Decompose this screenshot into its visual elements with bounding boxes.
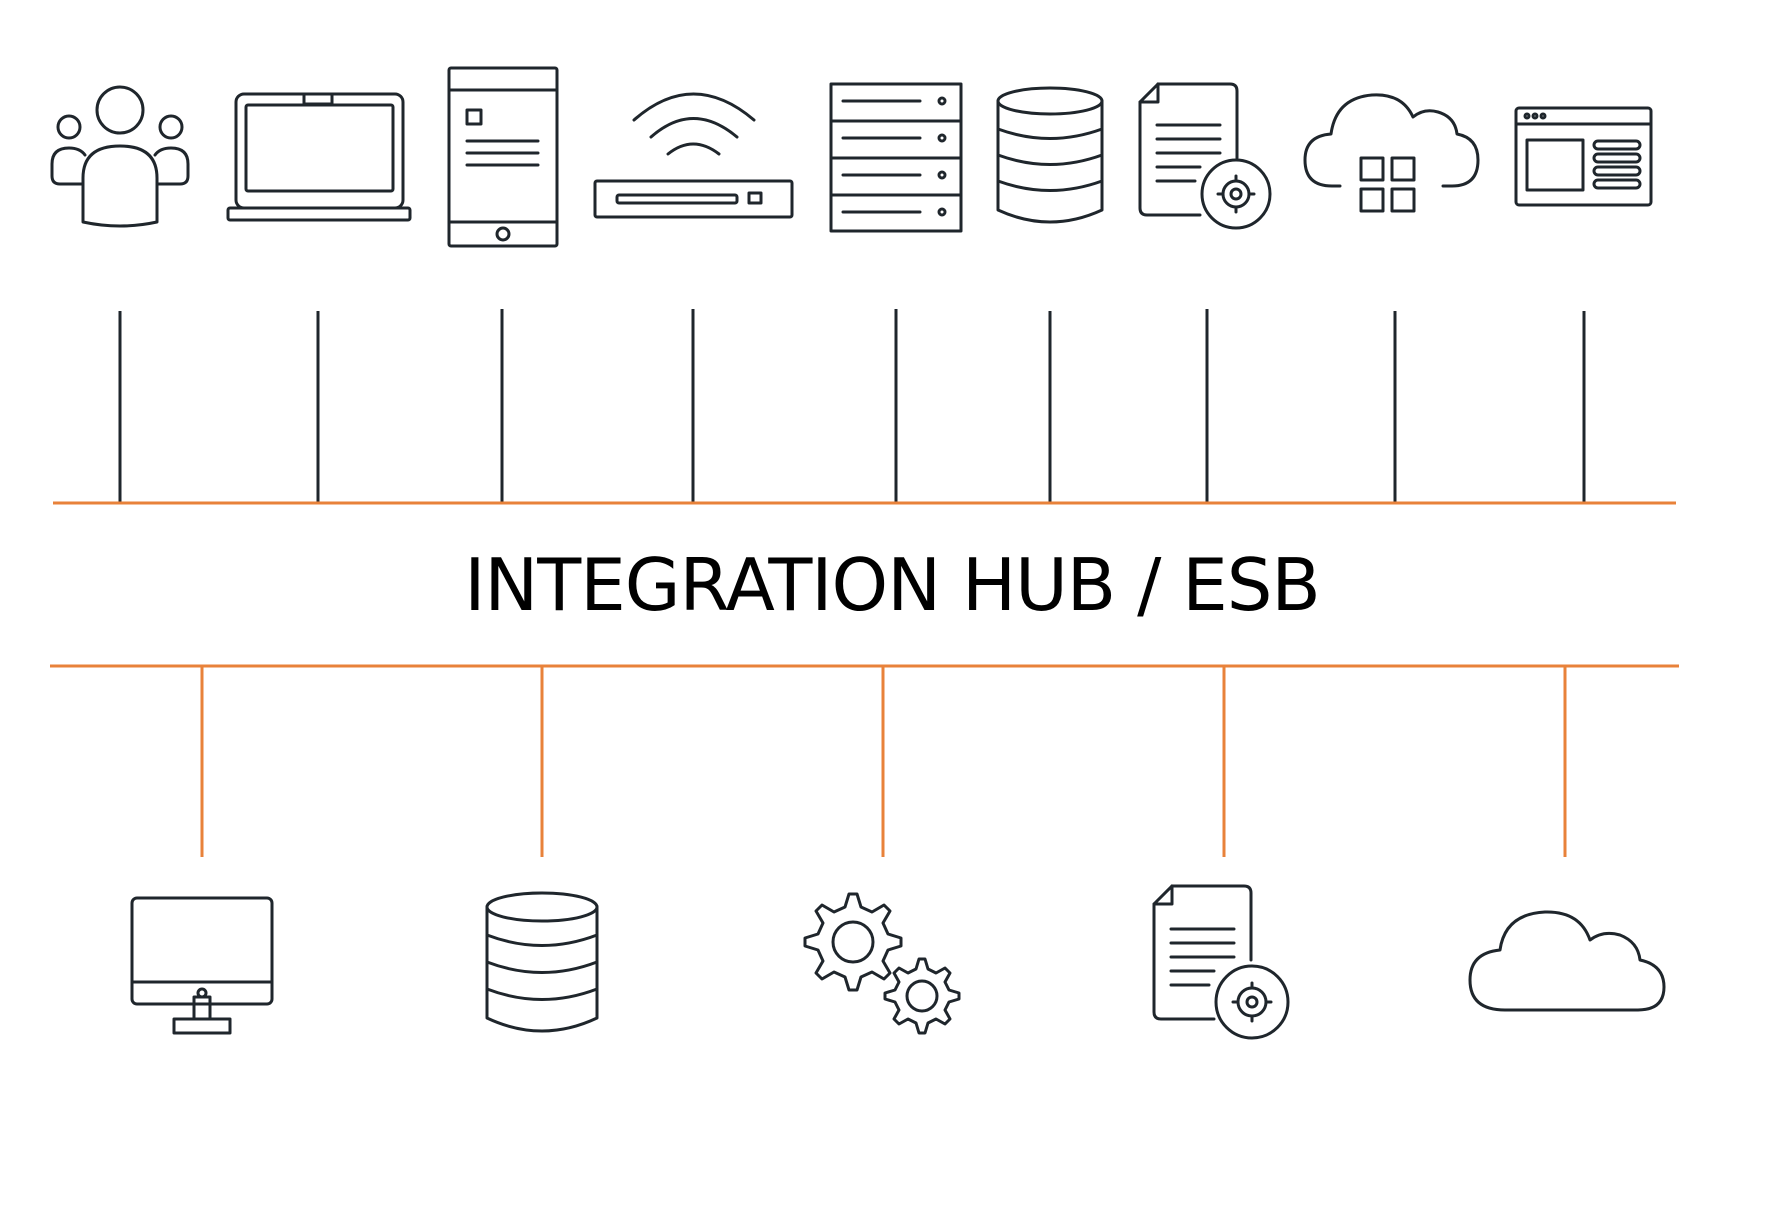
- wifi-router-icon: [593, 92, 794, 219]
- web-app-window-icon: [1514, 106, 1653, 207]
- top-connectors: [118, 309, 1586, 502]
- users-icon: [50, 85, 190, 228]
- database-icon: [485, 891, 599, 1033]
- gears-icon: [803, 892, 961, 1035]
- document-settings-icon: [1138, 82, 1272, 230]
- server-rack-icon: [829, 82, 963, 233]
- database-icon: [996, 86, 1104, 224]
- desktop-monitor-icon: [130, 896, 274, 1035]
- laptop-icon: [226, 92, 412, 222]
- hub-title: INTEGRATION HUB / ESB: [464, 543, 1321, 627]
- bottom-connectors: [200, 667, 1567, 857]
- tablet-icon: [447, 66, 559, 248]
- cloud-apps-icon: [1303, 93, 1480, 213]
- cloud-icon: [1468, 910, 1666, 1012]
- document-settings-icon: [1152, 884, 1290, 1040]
